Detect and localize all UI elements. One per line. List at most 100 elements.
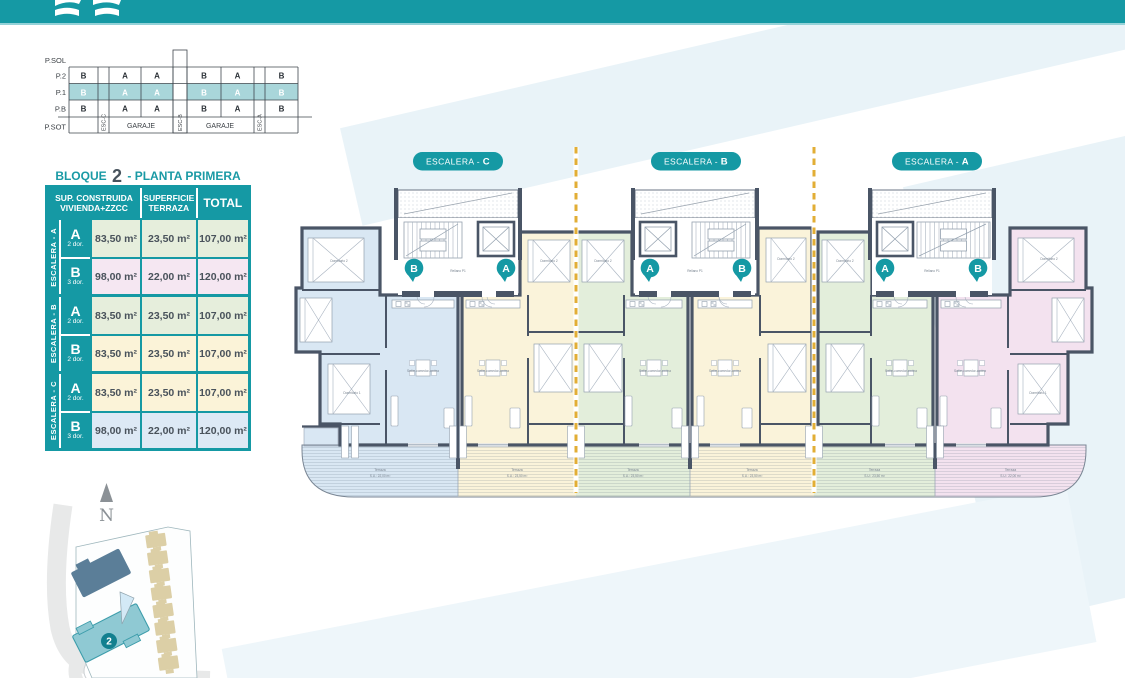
svg-text:S.U.: 23,50 m²: S.U.: 23,50 m² <box>507 474 528 478</box>
svg-text:Terraza: Terraza <box>746 468 757 472</box>
apartment-pin-B <box>968 258 988 278</box>
built-area-cell: 98,00 m² <box>90 411 140 448</box>
apartment-pin-A <box>640 258 660 278</box>
svg-text:Salón-comedor-cocina: Salón-comedor-cocina <box>639 369 671 373</box>
built-area-cell: 83,50 m² <box>90 334 140 371</box>
terrace-area-cell: 22,00 m² <box>140 257 196 294</box>
svg-text:Salón-comedor-cocina: Salón-comedor-cocina <box>407 369 439 373</box>
svg-text:P.B: P.B <box>55 105 66 114</box>
svg-text:Dormitorio 1: Dormitorio 1 <box>343 391 361 395</box>
apartment-pin-A <box>496 258 516 278</box>
built-area-cell: 83,50 m² <box>90 220 140 257</box>
svg-text:B: B <box>201 88 207 97</box>
total-area-cell: 120,00 m² <box>196 411 248 448</box>
svg-text:P.2: P.2 <box>56 72 66 81</box>
svg-text:B: B <box>738 263 746 275</box>
escalera-pill-A <box>892 152 982 171</box>
floor-plan: Dormitorio 2Salón-comedor-cocinaDormitor… <box>294 147 1094 498</box>
svg-text:B: B <box>279 71 285 80</box>
svg-text:A: A <box>881 263 889 275</box>
svg-text:Rellano P1: Rellano P1 <box>924 269 940 273</box>
svg-text:Dormitorio 1: Dormitorio 1 <box>1029 391 1047 395</box>
svg-text:B: B <box>410 263 418 275</box>
svg-text:Terraza: Terraza <box>869 468 880 472</box>
compass-arrow-icon <box>100 483 113 502</box>
top-bar <box>0 0 1125 25</box>
svg-text:A: A <box>235 104 241 113</box>
terrace <box>302 445 1086 497</box>
svg-text:Rellano P1: Rellano P1 <box>687 269 703 273</box>
svg-text:Terraza: Terraza <box>1005 468 1016 472</box>
total-area-cell: 107,00 m² <box>196 297 248 334</box>
svg-text:P.SOT: P.SOT <box>44 123 66 132</box>
svg-text:Salón-comedor-cocina: Salón-comedor-cocina <box>477 369 509 373</box>
svg-text:B: B <box>201 104 207 113</box>
svg-text:S.U.: 22,00 m²: S.U.: 22,00 m² <box>370 474 391 478</box>
svg-text:ESC-B: ESC-B <box>178 114 184 131</box>
svg-text:S.U.: 23,50 m²: S.U.: 23,50 m² <box>623 474 644 478</box>
escalera-band: ESCALERA - C <box>48 374 61 448</box>
svg-text:Dormitorio 2: Dormitorio 2 <box>594 259 612 263</box>
svg-text:Terraza: Terraza <box>374 468 385 472</box>
svg-text:ESCALERA - B: ESCALERA - B <box>664 157 728 168</box>
terrace-area-cell: 23,50 m² <box>140 220 196 257</box>
svg-text:Dormitorio 2: Dormitorio 2 <box>540 259 558 263</box>
svg-text:P.1: P.1 <box>56 88 66 97</box>
apartment-pin-B <box>732 258 752 278</box>
svg-text:GARAJE: GARAJE <box>127 123 155 130</box>
svg-text:Rellano P1: Rellano P1 <box>450 269 466 273</box>
svg-text:Dormitorio 2: Dormitorio 2 <box>1040 257 1058 261</box>
escalera-band: ESCALERA - A <box>48 220 61 294</box>
apartment-pin-A <box>875 258 895 278</box>
built-area-cell: 98,00 m² <box>90 257 140 294</box>
site-plan: 2N <box>46 483 211 678</box>
svg-text:Salón-comedor-cocina: Salón-comedor-cocina <box>954 369 986 373</box>
escalera-pill-B <box>651 152 741 171</box>
svg-text:Salón-comedor-cocina: Salón-comedor-cocina <box>885 369 917 373</box>
svg-text:ESC-A: ESC-A <box>258 114 264 131</box>
svg-text:B: B <box>279 104 285 113</box>
svg-text:ESCALERA - C: ESCALERA - C <box>426 157 490 168</box>
table-title: BLOQUE 2 - PLANTA PRIMERA <box>55 166 241 186</box>
svg-text:P.SOL: P.SOL <box>45 56 66 65</box>
site-block-badge <box>101 633 117 649</box>
svg-text:Terraza: Terraza <box>627 468 638 472</box>
svg-text:A: A <box>235 88 241 97</box>
svg-text:Dormitorio 2: Dormitorio 2 <box>330 259 348 263</box>
total-area-cell: 107,00 m² <box>196 374 248 411</box>
col-header-total: TOTAL <box>197 188 248 218</box>
svg-text:A: A <box>122 88 128 97</box>
total-area-cell: 107,00 m² <box>196 220 248 257</box>
terrace-area-cell: 23,50 m² <box>140 297 196 334</box>
surface-table: BLOQUE 2 - PLANTA PRIMERA SUP. CONSTRUID… <box>45 166 251 451</box>
svg-text:B: B <box>81 104 87 113</box>
svg-text:A: A <box>154 88 160 97</box>
svg-text:ESC-C: ESC-C <box>102 114 108 131</box>
svg-text:B: B <box>279 88 285 97</box>
total-area-cell: 120,00 m² <box>196 257 248 294</box>
svg-text:2: 2 <box>106 637 112 648</box>
svg-text:A: A <box>235 71 241 80</box>
total-area-cell: 107,00 m² <box>196 334 248 371</box>
svg-text:Terraza: Terraza <box>511 468 522 472</box>
svg-text:Salón-comedor-cocina: Salón-comedor-cocina <box>709 369 741 373</box>
escalera-band: ESCALERA - B <box>48 297 61 371</box>
svg-text:B: B <box>974 263 982 275</box>
escalera-pill-C <box>413 152 503 171</box>
